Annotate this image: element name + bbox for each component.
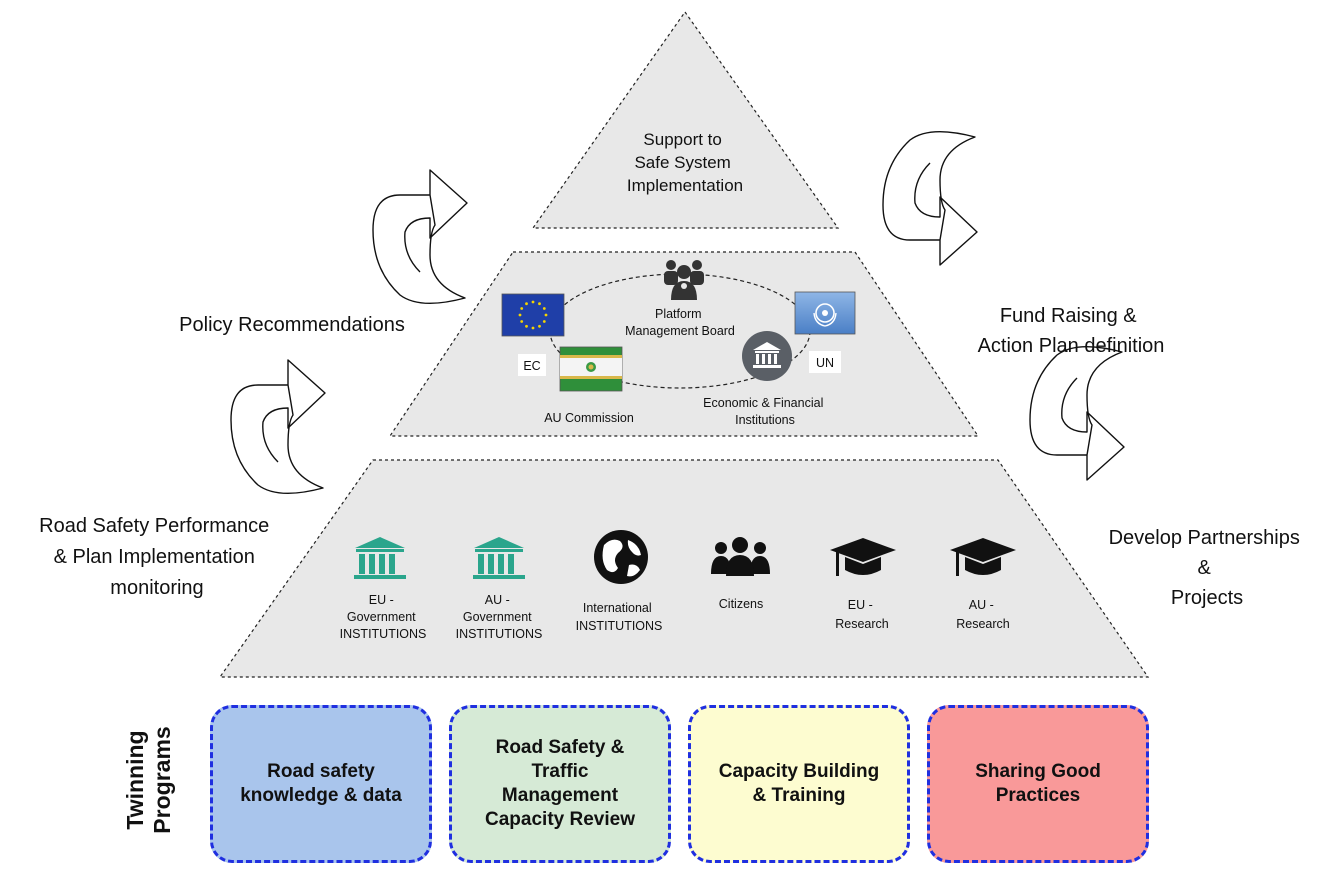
un-flag-icon bbox=[794, 291, 856, 335]
eu-star bbox=[542, 320, 546, 323]
box-capacity-review-text: Road Safety & Traffic Management Capacit… bbox=[485, 737, 635, 830]
box-road-safety-knowledge: Road safety knowledge & data bbox=[210, 705, 432, 863]
au-commission-label: AU Commission bbox=[544, 411, 634, 425]
eu-star bbox=[520, 320, 524, 323]
board-label: Platform Management Board bbox=[625, 307, 735, 338]
box-capacity-review: Road Safety & Traffic Management Capacit… bbox=[449, 705, 671, 863]
eu-government-label: EU - Government INSTITUTIONS bbox=[340, 593, 427, 641]
box-capacity-building: Capacity Building & Training bbox=[688, 705, 910, 863]
eu-research-graduation-cap-icon bbox=[830, 538, 896, 576]
eu-star bbox=[531, 300, 535, 304]
pyramid-middle-tier bbox=[388, 251, 980, 437]
eu-star bbox=[544, 313, 548, 317]
au-government-institution-icon bbox=[473, 537, 525, 579]
eu-star bbox=[525, 324, 528, 328]
eu-star bbox=[518, 313, 522, 317]
right-lower-curved-arrow-icon bbox=[1029, 345, 1125, 481]
ec-label-bg bbox=[518, 354, 546, 376]
eu-star bbox=[520, 307, 524, 310]
twinning-programs-label: Twinning Programs bbox=[122, 726, 175, 834]
eu-government-institution-icon bbox=[354, 537, 406, 579]
eu-star bbox=[538, 302, 541, 306]
pyramid-top-tier bbox=[531, 10, 840, 229]
eu-star bbox=[531, 326, 535, 330]
au-research-label: AU - Research bbox=[956, 598, 1010, 631]
box-sharing-good-practices-text: Sharing Good Practices bbox=[975, 761, 1101, 806]
eu-flag-icon bbox=[501, 293, 565, 337]
bank-icon bbox=[742, 331, 792, 381]
efi-label: Economic & Financial Institutions bbox=[703, 396, 827, 427]
pyramid-bottom-tier bbox=[218, 459, 1150, 678]
un-label: UN bbox=[816, 356, 834, 370]
fund-raising-label: Fund Raising & Action Plan definition bbox=[978, 305, 1165, 357]
box-road-safety-knowledge-text: Road safety knowledge & data bbox=[240, 761, 402, 806]
left-upper-curved-arrow-icon bbox=[372, 169, 468, 305]
monitoring-label: Road Safety Performance & Plan Implement… bbox=[39, 515, 275, 599]
box-sharing-good-practices: Sharing Good Practices bbox=[927, 705, 1149, 863]
au-flag-icon bbox=[559, 346, 623, 392]
people-icon bbox=[711, 537, 770, 576]
globe-icon bbox=[594, 530, 648, 584]
top-tier-label: Support to Safe System Implementation bbox=[627, 130, 743, 195]
international-institutions-label: International INSTITUTIONS bbox=[576, 601, 663, 633]
eu-research-label: EU - Research bbox=[835, 598, 889, 631]
left-lower-curved-arrow-icon bbox=[230, 359, 326, 495]
board-people-icon bbox=[664, 260, 704, 300]
policy-recommendations-label: Policy Recommendations bbox=[179, 314, 405, 336]
au-research-graduation-cap-icon bbox=[950, 538, 1016, 576]
partnerships-label: Develop Partnerships & Projects bbox=[1109, 527, 1306, 609]
box-capacity-building-text: Capacity Building & Training bbox=[718, 761, 880, 806]
ec-label: EC bbox=[523, 359, 540, 373]
right-upper-curved-arrow-icon bbox=[882, 130, 978, 266]
eu-star bbox=[525, 302, 528, 306]
eu-star bbox=[542, 307, 546, 310]
un-label-bg bbox=[809, 351, 841, 373]
au-government-label: AU - Government INSTITUTIONS bbox=[456, 593, 543, 641]
citizens-label: Citizens bbox=[719, 597, 763, 611]
eu-star bbox=[538, 324, 541, 328]
